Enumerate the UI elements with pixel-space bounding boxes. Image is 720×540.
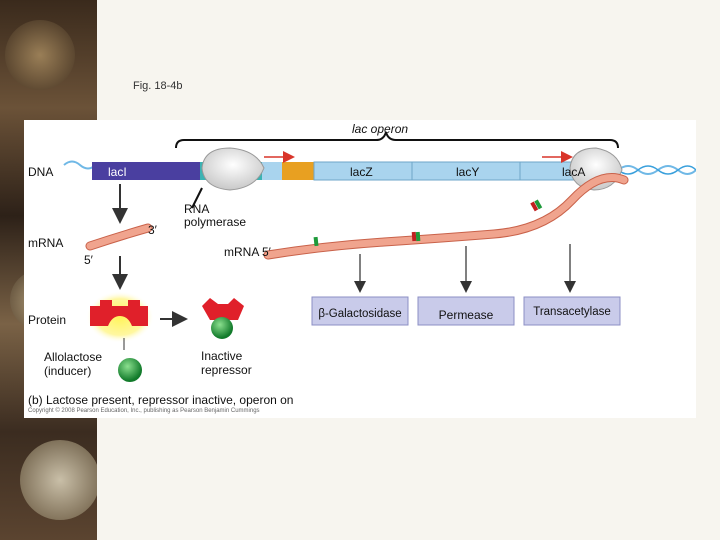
lacA-label: lacA xyxy=(562,165,586,179)
allolactose-label: Allolactose (inducer) xyxy=(44,350,103,378)
copyright-notice: Copyright © 2008 Pearson Education, Inc.… xyxy=(28,408,260,414)
figure-caption: (b) Lactose present, repressor inactive,… xyxy=(28,393,294,407)
transacetylase-box xyxy=(523,296,621,326)
polycistronic-mrna xyxy=(264,174,628,259)
compass-decoration xyxy=(20,440,100,520)
diagram-panel: lac operon DNA lacI lacZ lacY lacA RNA p… xyxy=(24,120,696,418)
rna-polymerase-label: RNA polymerase xyxy=(184,202,247,229)
permease-box xyxy=(417,296,515,326)
permease-label: Permease xyxy=(438,308,494,322)
active-repressor xyxy=(90,300,148,326)
mrna-five-prime-label: mRNA 5′ xyxy=(224,245,271,259)
three-prime-label: 3′ xyxy=(148,223,157,237)
mrna-stop-codon xyxy=(530,201,539,212)
inactive-repressor-shape xyxy=(202,298,244,320)
operator-region xyxy=(282,162,314,180)
polycistronic-mrna xyxy=(263,173,629,260)
transacetylase-label: Transacetylase xyxy=(533,306,611,318)
lacI-gene xyxy=(92,162,200,180)
mrna-start-codon xyxy=(415,231,421,242)
bound-inducer-ball xyxy=(211,317,233,339)
mrna-start-codon xyxy=(313,236,319,247)
rna-polymerase-left xyxy=(201,147,265,191)
lacI-mrna xyxy=(86,224,152,250)
galactosidase-label: β-Galactosidase xyxy=(318,308,402,320)
galactosidase-box xyxy=(311,296,409,326)
dna-helix-left xyxy=(63,160,97,170)
operon-brace xyxy=(175,131,619,149)
dna-helix-right xyxy=(617,165,696,175)
figure-label: Fig. 18-4b xyxy=(133,80,183,92)
inactive-repressor-label: Inactive repressor xyxy=(201,349,252,377)
mrna-row-label: mRNA xyxy=(28,236,64,250)
lacI-label: lacI xyxy=(108,165,127,179)
background-decoration xyxy=(5,20,75,90)
lacY-label: lacY xyxy=(456,165,480,179)
mrna-start-codon xyxy=(534,199,543,210)
dna-row-label: DNA xyxy=(28,165,54,179)
five-prime-label: 5′ xyxy=(84,253,93,267)
polymerase-pointer xyxy=(191,187,203,209)
diagram-svg xyxy=(63,131,696,382)
operon-label: lac operon xyxy=(352,122,409,136)
lacZ-label: lacZ xyxy=(350,165,373,179)
protein-row-label: Protein xyxy=(28,313,67,327)
mrna-stop-codon xyxy=(411,231,417,242)
allolactose-ball xyxy=(118,358,142,382)
